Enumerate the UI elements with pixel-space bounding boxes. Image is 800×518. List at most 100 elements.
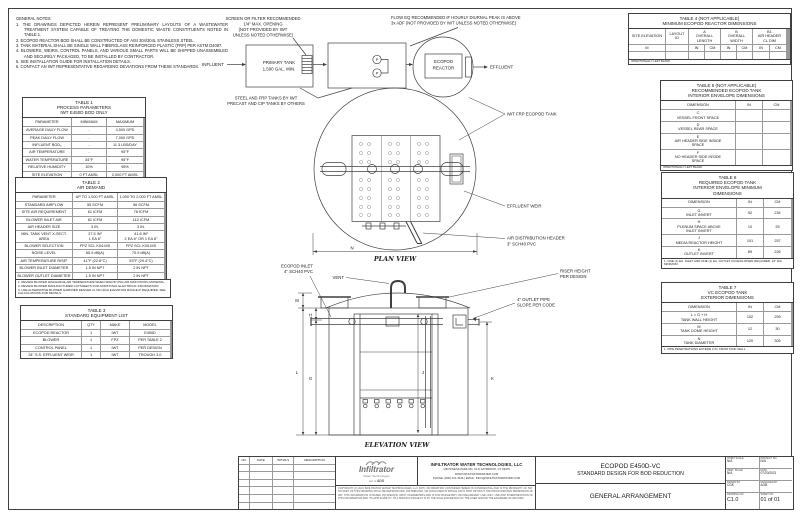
- table-cell: 95%: [107, 164, 143, 171]
- table-cell: AIR HEADER SIZE: [16, 223, 72, 231]
- unit-cell: IN: [753, 44, 769, 52]
- dim-m: M: [295, 298, 299, 303]
- table-cell: 61 ICFM: [73, 209, 117, 216]
- column-header: PARAMETER: [23, 118, 71, 127]
- sheet-title: GENERAL ARRANGEMENT: [589, 492, 672, 500]
- column-header: DESCRIPTION: [21, 320, 81, 329]
- table-cell: [239, 479, 249, 487]
- dimension-lines: [298, 292, 492, 435]
- tank-body: [328, 307, 469, 436]
- table-cell: [736, 149, 762, 165]
- table-cell: [736, 133, 762, 149]
- table-cell: PER TABLE 2: [130, 337, 170, 344]
- field-label: DATE: [760, 469, 767, 472]
- table-cell: MIN. TANK VENT X-SECT. AREA: [16, 231, 72, 243]
- field-value: 07/20/2021: [760, 471, 777, 476]
- primary-tank-box: [245, 44, 314, 88]
- plan-tank-circle: [313, 87, 477, 251]
- table-title: TABLE 1 PROCESS PARAMETERS IWT E450D BOD…: [23, 98, 145, 119]
- unit-cell: CM: [770, 44, 786, 52]
- field-label: DESIGNED BY: [760, 481, 778, 484]
- table-cell: [250, 464, 272, 472]
- table-cell: [705, 52, 720, 59]
- unit-cell: IN: [689, 44, 704, 52]
- table-cell: 81 ICFM: [73, 216, 117, 223]
- plan-tank-label: IWT FRP ECOPOD TANK: [507, 112, 557, 117]
- table-cell: [294, 487, 335, 494]
- table-cell: 2 IN NPT: [118, 272, 164, 280]
- table-cell: RELATIVE HUMIDITY: [23, 164, 71, 171]
- table-cell: [689, 52, 704, 59]
- plan-view-caption: PLAN VIEW: [373, 255, 417, 263]
- company-section: Infiltrator Water Technologies part of A…: [336, 457, 536, 509]
- table-cell: BLOWER SELECTION: [16, 243, 72, 250]
- column-header: MAXIMUM: [107, 118, 143, 127]
- table-cell: 95°F: [107, 156, 143, 164]
- column-header: DATE: [250, 457, 272, 464]
- table-cell: FPZ SCL K05-MS: [118, 243, 164, 250]
- logo-wordmark: Infiltrator: [358, 465, 395, 474]
- table-cell: PER DESIGN: [130, 344, 170, 351]
- table-cell: 3 IN.: [118, 223, 164, 231]
- list-item: 5. SEE INSTALLATION GUIDE FOR INSTALLATI…: [16, 59, 131, 64]
- drawing-number: C1.0: [727, 496, 739, 503]
- primary-tank-label: PRIMARY TANK: [263, 60, 295, 65]
- blank-note: INTENTIONALLY LEFT BLANK: [629, 58, 790, 64]
- table-cell: [294, 479, 335, 487]
- elevation-labels: ECOPOD INLET 4" SCH40 PVC VENT RISER HEI…: [281, 264, 591, 450]
- table-cell: STANDARD AIRFLOW: [16, 201, 72, 209]
- table-cell: [239, 502, 249, 510]
- elevation-view-caption: ELEVATION VIEW: [364, 441, 431, 449]
- general-notes-title: GENERAL NOTES: [16, 16, 51, 21]
- table-cell: [629, 52, 665, 59]
- ecopod-tank-circle: [412, 36, 474, 98]
- table-cell: [250, 510, 272, 517]
- flow-eq-note: FLOW EQ RECOMMENDED IF HOURLY DIURNAL PE…: [391, 15, 521, 20]
- schematic-labels: INFLUENT PRIMARY TANK 1,500 GAL. MIN. SC…: [202, 15, 521, 106]
- table-cell: [239, 510, 249, 517]
- table-cell: J MEDIA REACTOR HEIGHT: [662, 235, 736, 247]
- field-value: N/A: [727, 459, 733, 464]
- column-header: DESCRIPTION: [294, 457, 335, 464]
- elevation-view: [296, 273, 559, 436]
- table-cell: 25: [764, 219, 791, 235]
- table-cell: CONTROL PANEL: [21, 344, 81, 351]
- table-cell: C VESSEL FRONT SPACE: [661, 110, 735, 121]
- flow-eq-tank-box: [327, 42, 407, 89]
- column-header: DIMENSION: [662, 198, 736, 207]
- table-cell: 1.5 IN NPT: [73, 265, 117, 272]
- table-4-min-reactor-dimensions: TABLE 4 (NOT APPLICABLE) MINIMUM ECOPOD …: [628, 13, 791, 65]
- table-footnote: 1. PIPE PENETRATIONS EXTEND 2 IN. FROM T…: [662, 346, 793, 353]
- plan-view: [312, 87, 506, 255]
- dim-g: G: [309, 376, 313, 381]
- company-website: WWW.INFILTRATORWATER.COM: [454, 471, 499, 476]
- riser-height-label: RISER HEIGHT: [560, 269, 591, 274]
- table-cell: 2,000 FT AMSL: [107, 171, 143, 178]
- svg-text:1,500 GAL. MIN.: 1,500 GAL. MIN.: [263, 67, 296, 72]
- company-logo: Infiltrator Water Technologies part of A…: [336, 457, 418, 485]
- table-cell: [736, 121, 762, 133]
- table-cell: 234: [764, 207, 791, 219]
- table-cell: 41°F (22.8°C): [73, 257, 117, 265]
- column-header: MAKE: [101, 320, 129, 329]
- table-cell: [721, 52, 736, 59]
- column-header: PARAMETER: [16, 192, 72, 201]
- table-cell: TROUGH 3.0: [130, 351, 170, 359]
- riser-left: [320, 296, 349, 309]
- list-item: 1. REVIEW BLOWER DISCHARGE AIR TEMPERATU…: [18, 280, 166, 284]
- table-cell: 89: [737, 247, 763, 258]
- column-header: MINIMUM: [72, 118, 106, 127]
- table-cell: 10: [737, 219, 763, 235]
- outlet-box: [452, 314, 467, 329]
- table-cell: [770, 52, 786, 59]
- table-cell: [250, 502, 272, 510]
- weir-box: [465, 56, 472, 78]
- list-item: 3. TANK MATERIAL SHALL BE SINGLE WALL FI…: [16, 43, 223, 49]
- table-cell: 0 FT AMSL: [72, 171, 106, 178]
- list-item: 2. ECOPOD REACTOR BOD SHALL BE CONSTRUCT…: [16, 37, 195, 43]
- table-cell: 11.3 LBS/DAY: [107, 141, 143, 149]
- column-header: A OVERALL LENGTH: [689, 28, 720, 44]
- pump-icon: [372, 54, 382, 65]
- drawing-title-section: ECOPOD E450D-VC STANDARD DESIGN FOR BOD …: [536, 457, 726, 509]
- unit-cell: M: [629, 44, 665, 52]
